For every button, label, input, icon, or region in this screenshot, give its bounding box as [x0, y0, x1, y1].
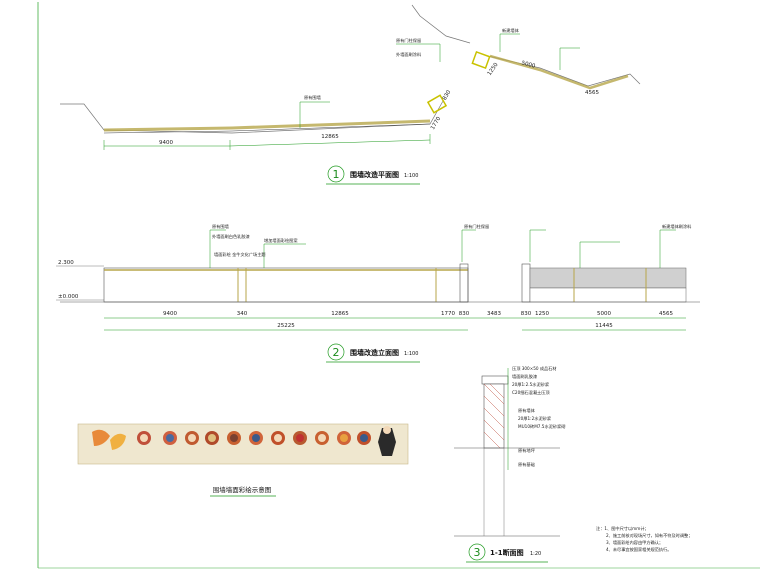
- sec-note-9: 原有基础: [518, 461, 535, 468]
- sec-title: 1-1断面图: [490, 548, 524, 557]
- elev-scale: 1:100: [404, 351, 418, 357]
- sec-note-5: 原有墙体: [518, 407, 536, 414]
- elev-dim-total-2: 11445: [595, 323, 613, 329]
- plan-dim-1: 9400: [159, 140, 173, 146]
- plan-scale: 1:100: [404, 173, 418, 179]
- elev-dim-1: 9400: [163, 311, 177, 317]
- elev-dim-2: 340: [237, 311, 248, 317]
- plan-number: 1: [333, 168, 340, 181]
- elev-level-top: 2.300: [58, 260, 74, 266]
- plan-dim-4: 830: [442, 89, 453, 102]
- sec-scale: 1:20: [530, 551, 541, 557]
- elev-note-1: 原有围墙: [212, 223, 229, 230]
- sec-number: 3: [474, 546, 481, 559]
- elev-dim-10: 4565: [659, 311, 673, 317]
- plan-note-1: 原有围墙: [304, 94, 321, 101]
- plan-title: 围墙改造平面图: [350, 170, 399, 179]
- elev-note-5: 原有门柱保留: [464, 223, 489, 230]
- plan-note-4: 新建墙体: [502, 27, 520, 34]
- sec-note-2: 墙面刷乳胶漆: [512, 373, 537, 380]
- plan-dim-7: 4565: [585, 90, 599, 96]
- elev-dim-total-1: 25225: [277, 323, 295, 329]
- elev-dim-4: 1770: [441, 311, 455, 317]
- mural-illustration: 围墙墙面彩绘示意图: [77, 423, 409, 497]
- elev-dim-3: 12865: [331, 311, 349, 317]
- elev-note-2: 外墙面刷白色乳胶漆: [212, 233, 250, 240]
- elev-dim-5: 830: [459, 311, 470, 317]
- section-view: 压顶 300×50 成品石材 墙面刷乳胶漆 20厚1:2.5水泥砂浆 C20细石…: [454, 365, 565, 563]
- sec-note-1: 压顶 300×50 成品石材: [512, 365, 557, 372]
- elevation-view: 2.300 ±0.000 9400 340 12865 1770 830 348…: [56, 223, 700, 363]
- general-note-4: 4、未尽事宜按国家相关规范执行。: [606, 546, 671, 553]
- elev-number: 2: [333, 346, 340, 359]
- mural-caption: 围墙墙面彩绘示意图: [213, 485, 272, 494]
- general-note-2: 2、施工前核对现场尺寸，如有不符及时调整；: [606, 532, 692, 539]
- elev-title: 围墙改造立面图: [350, 348, 399, 357]
- elev-dim-7: 830: [521, 311, 532, 317]
- general-notes: 注：1、图中尺寸以mm计； 2、施工前核对现场尺寸，如有不符及时调整； 3、墙面…: [596, 525, 692, 553]
- elev-level-zero: ±0.000: [58, 294, 79, 300]
- sec-note-8: 原有地坪: [518, 447, 535, 454]
- general-note-1: 注：1、图中尺寸以mm计；: [596, 525, 649, 532]
- elev-dim-9: 5000: [597, 311, 611, 317]
- plan-dim-5: 1250: [487, 62, 500, 77]
- general-note-3: 3、墙面彩绘内容由甲方确认；: [606, 539, 663, 546]
- elev-note-4: 墙面彩绘 金牛文化广场主题: [214, 251, 266, 258]
- elev-dim-8: 1250: [535, 311, 549, 317]
- plan-note-2: 原有门柱保留: [396, 37, 421, 44]
- sec-note-6: 20厚1:2水泥砂浆: [518, 415, 552, 422]
- elev-note-6: 新建墙体刷涂料: [662, 223, 692, 230]
- plan-dim-6: 5000: [521, 60, 537, 70]
- plan-note-3: 外墙面刷涂料: [396, 51, 422, 58]
- sec-note-4: C20细石混凝土压顶: [512, 389, 550, 396]
- elev-note-3: 增加墙面彩绘图案: [264, 237, 298, 244]
- plan-dim-2: 12865: [321, 134, 339, 140]
- plan-dim-3: 1770: [430, 116, 442, 132]
- plan-view: 9400 12865 1770 830 1250 5000 4565 原有围墙 …: [60, 4, 641, 185]
- sec-note-3: 20厚1:2.5水泥砂浆: [512, 381, 550, 388]
- sec-note-7: MU10砖M7.5水泥砂浆砌: [518, 423, 565, 430]
- elev-dim-6: 3483: [487, 311, 501, 317]
